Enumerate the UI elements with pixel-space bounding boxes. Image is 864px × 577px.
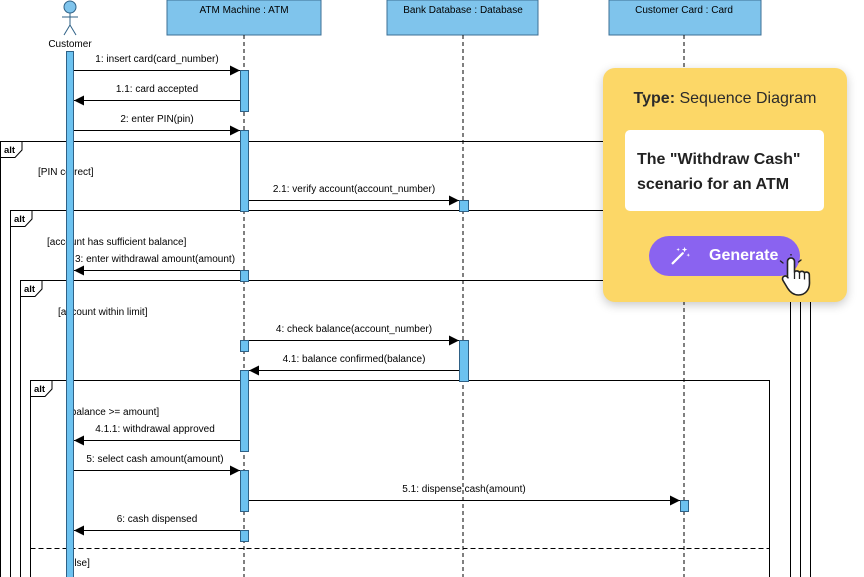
lifeline-atm-label: ATM Machine : ATM <box>199 5 288 16</box>
message-arrows <box>74 65 680 536</box>
lifeline-card-label: Customer Card : Card <box>635 5 733 16</box>
guard-pin-correct: [PIN correct] <box>38 167 94 178</box>
message-1-1: 1.1: card accepted <box>116 84 198 95</box>
message-5: 5: select cash amount(amount) <box>86 454 223 465</box>
message-3: 3: enter withdrawal amount(amount) <box>75 254 235 265</box>
generate-button[interactable]: Generate <box>649 236 800 276</box>
lifeline-head-atm[interactable]: ATM Machine : ATM <box>166 0 322 36</box>
diagram-type-key: Type: <box>633 90 676 107</box>
svg-text:alt: alt <box>14 214 26 225</box>
lifeline-head-db[interactable]: Bank Database : Database <box>386 0 539 36</box>
svg-text:alt: alt <box>24 284 36 295</box>
activation-customer <box>66 51 74 577</box>
message-2: 2: enter PIN(pin) <box>120 114 193 125</box>
activation-card-1 <box>680 500 689 512</box>
message-4: 4: check balance(account_number) <box>276 324 432 335</box>
alt-operator-2: alt <box>10 210 33 227</box>
activation-atm-3 <box>240 270 249 282</box>
diagram-type-value: Sequence Diagram <box>679 90 817 107</box>
activation-atm-5 <box>240 370 249 452</box>
magic-wand-icon <box>671 246 691 265</box>
message-6: 6: cash dispensed <box>117 514 198 525</box>
alt-operator-1: alt <box>0 141 23 158</box>
activation-db-1 <box>459 200 469 212</box>
guard-else: [else] <box>66 558 90 569</box>
guard-within-limit: [account within limit] <box>58 307 148 318</box>
combined-fragments <box>0 141 811 577</box>
activation-atm-7 <box>240 530 249 542</box>
activation-atm-2 <box>240 130 249 212</box>
activation-bars <box>66 51 689 577</box>
message-2-1: 2.1: verify account(account_number) <box>273 184 435 195</box>
actor-customer[interactable]: Customer <box>48 0 92 50</box>
alt-operator-4: alt <box>30 380 53 397</box>
svg-text:alt: alt <box>4 145 16 156</box>
generate-button-label: Generate <box>709 247 779 264</box>
hand-pointer-icon <box>779 254 811 296</box>
message-1: 1: insert card(card_number) <box>95 54 218 65</box>
activation-atm-1 <box>240 70 249 112</box>
guard-balance-amount: [balance >= amount] <box>68 407 159 418</box>
lifeline-db-label: Bank Database : Database <box>403 5 523 16</box>
prompt-text: The "Withdraw Cash" scenario for an ATM <box>637 151 801 193</box>
message-4-1: 4.1: balance confirmed(balance) <box>283 354 426 365</box>
svg-text:alt: alt <box>34 384 46 395</box>
diagram-type: Type: Sequence Diagram <box>603 90 847 108</box>
message-5-1: 5.1: dispense cash(amount) <box>402 484 525 495</box>
guard-sufficient-balance: [account has sufficient balance] <box>47 237 187 248</box>
lifeline-head-card[interactable]: Customer Card : Card <box>608 0 762 36</box>
activation-atm-6 <box>240 470 249 512</box>
activation-atm-4 <box>240 340 249 352</box>
prompt-box[interactable]: The "Withdraw Cash" scenario for an ATM <box>625 130 824 211</box>
actor-customer-label: Customer <box>48 39 92 50</box>
alt-operator-3: alt <box>20 280 43 297</box>
ai-generator-card: Type: Sequence Diagram The "Withdraw Cas… <box>603 68 847 302</box>
message-4-1-1: 4.1.1: withdrawal approved <box>95 424 215 435</box>
activation-db-2 <box>459 340 469 382</box>
